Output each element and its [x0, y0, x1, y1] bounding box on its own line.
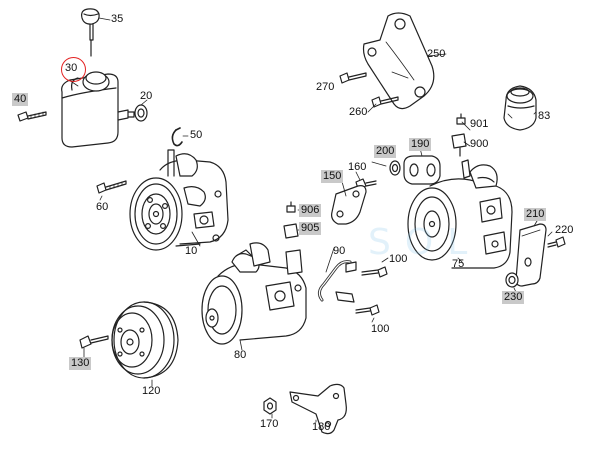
reservoir-part [61, 71, 135, 148]
callout-60: 60 [96, 201, 109, 213]
callout-90: 90 [333, 245, 346, 257]
callout-83: 83 [538, 110, 551, 122]
callout-230: 230 [502, 291, 525, 304]
nut-170-part [263, 397, 277, 415]
bolt-100a-part [361, 266, 388, 278]
bolt-60-part [96, 180, 127, 194]
callout-200: 200 [374, 145, 397, 158]
gasket-190-part [403, 155, 441, 185]
callout-190: 190 [409, 138, 432, 151]
bolt-100b-part [355, 304, 380, 316]
callout-270: 270 [316, 81, 335, 93]
callout-10: 10 [185, 245, 198, 257]
callout-906: 906 [299, 204, 322, 217]
bolt-130-part [79, 335, 109, 359]
callout-170: 170 [260, 418, 279, 430]
callout-905: 905 [299, 222, 322, 235]
bolt-220-part [547, 236, 566, 248]
fitting-906-905-part [283, 201, 299, 239]
callout-130: 130 [69, 357, 92, 370]
callout-100-upper: 100 [389, 253, 408, 265]
highlight-circle [61, 57, 86, 82]
bolt-270-part [339, 72, 367, 84]
callout-30: 30 [65, 62, 78, 74]
bracket-150-part [331, 185, 367, 225]
bolt-40-part [17, 111, 47, 122]
fitting-901-900-part [451, 113, 467, 157]
plate-210-part [515, 223, 547, 287]
pipe-90-part [317, 260, 357, 303]
seal-ring-20-part [134, 99, 148, 122]
reservoir-cap-83-part [503, 85, 537, 131]
callout-210: 210 [524, 208, 547, 221]
callout-180: 180 [312, 421, 331, 433]
callout-75: 75 [452, 258, 465, 270]
seal-200-part [389, 160, 401, 176]
callout-250: 250 [427, 48, 446, 60]
watermark-text: SOL [368, 222, 482, 263]
bolt-260-part [371, 96, 399, 108]
callout-80: 80 [234, 349, 247, 361]
callout-50: 50 [190, 129, 203, 141]
callout-35: 35 [111, 13, 124, 25]
callout-260: 260 [349, 106, 368, 118]
bracket-250-part [362, 12, 447, 110]
leader-lines [68, 71, 553, 423]
filler-cap-dipstick-part [81, 8, 111, 57]
steering-pump-10-part [129, 149, 229, 251]
washer-230-part [505, 272, 519, 288]
clip-50-part [171, 127, 189, 147]
callout-20: 20 [140, 90, 153, 102]
callout-120: 120 [142, 385, 161, 397]
callout-150: 150 [321, 170, 344, 183]
callout-40: 40 [12, 93, 29, 106]
callout-900: 900 [470, 138, 489, 150]
callout-901: 901 [470, 118, 489, 130]
bracket-180-part [289, 383, 347, 435]
callout-220: 220 [555, 224, 574, 236]
steering-pump-75-part [407, 159, 513, 269]
callout-100-lower: 100 [371, 323, 390, 335]
steering-pump-80-part [201, 242, 307, 351]
pulley-120-part [111, 301, 179, 379]
callout-160: 160 [348, 161, 367, 173]
